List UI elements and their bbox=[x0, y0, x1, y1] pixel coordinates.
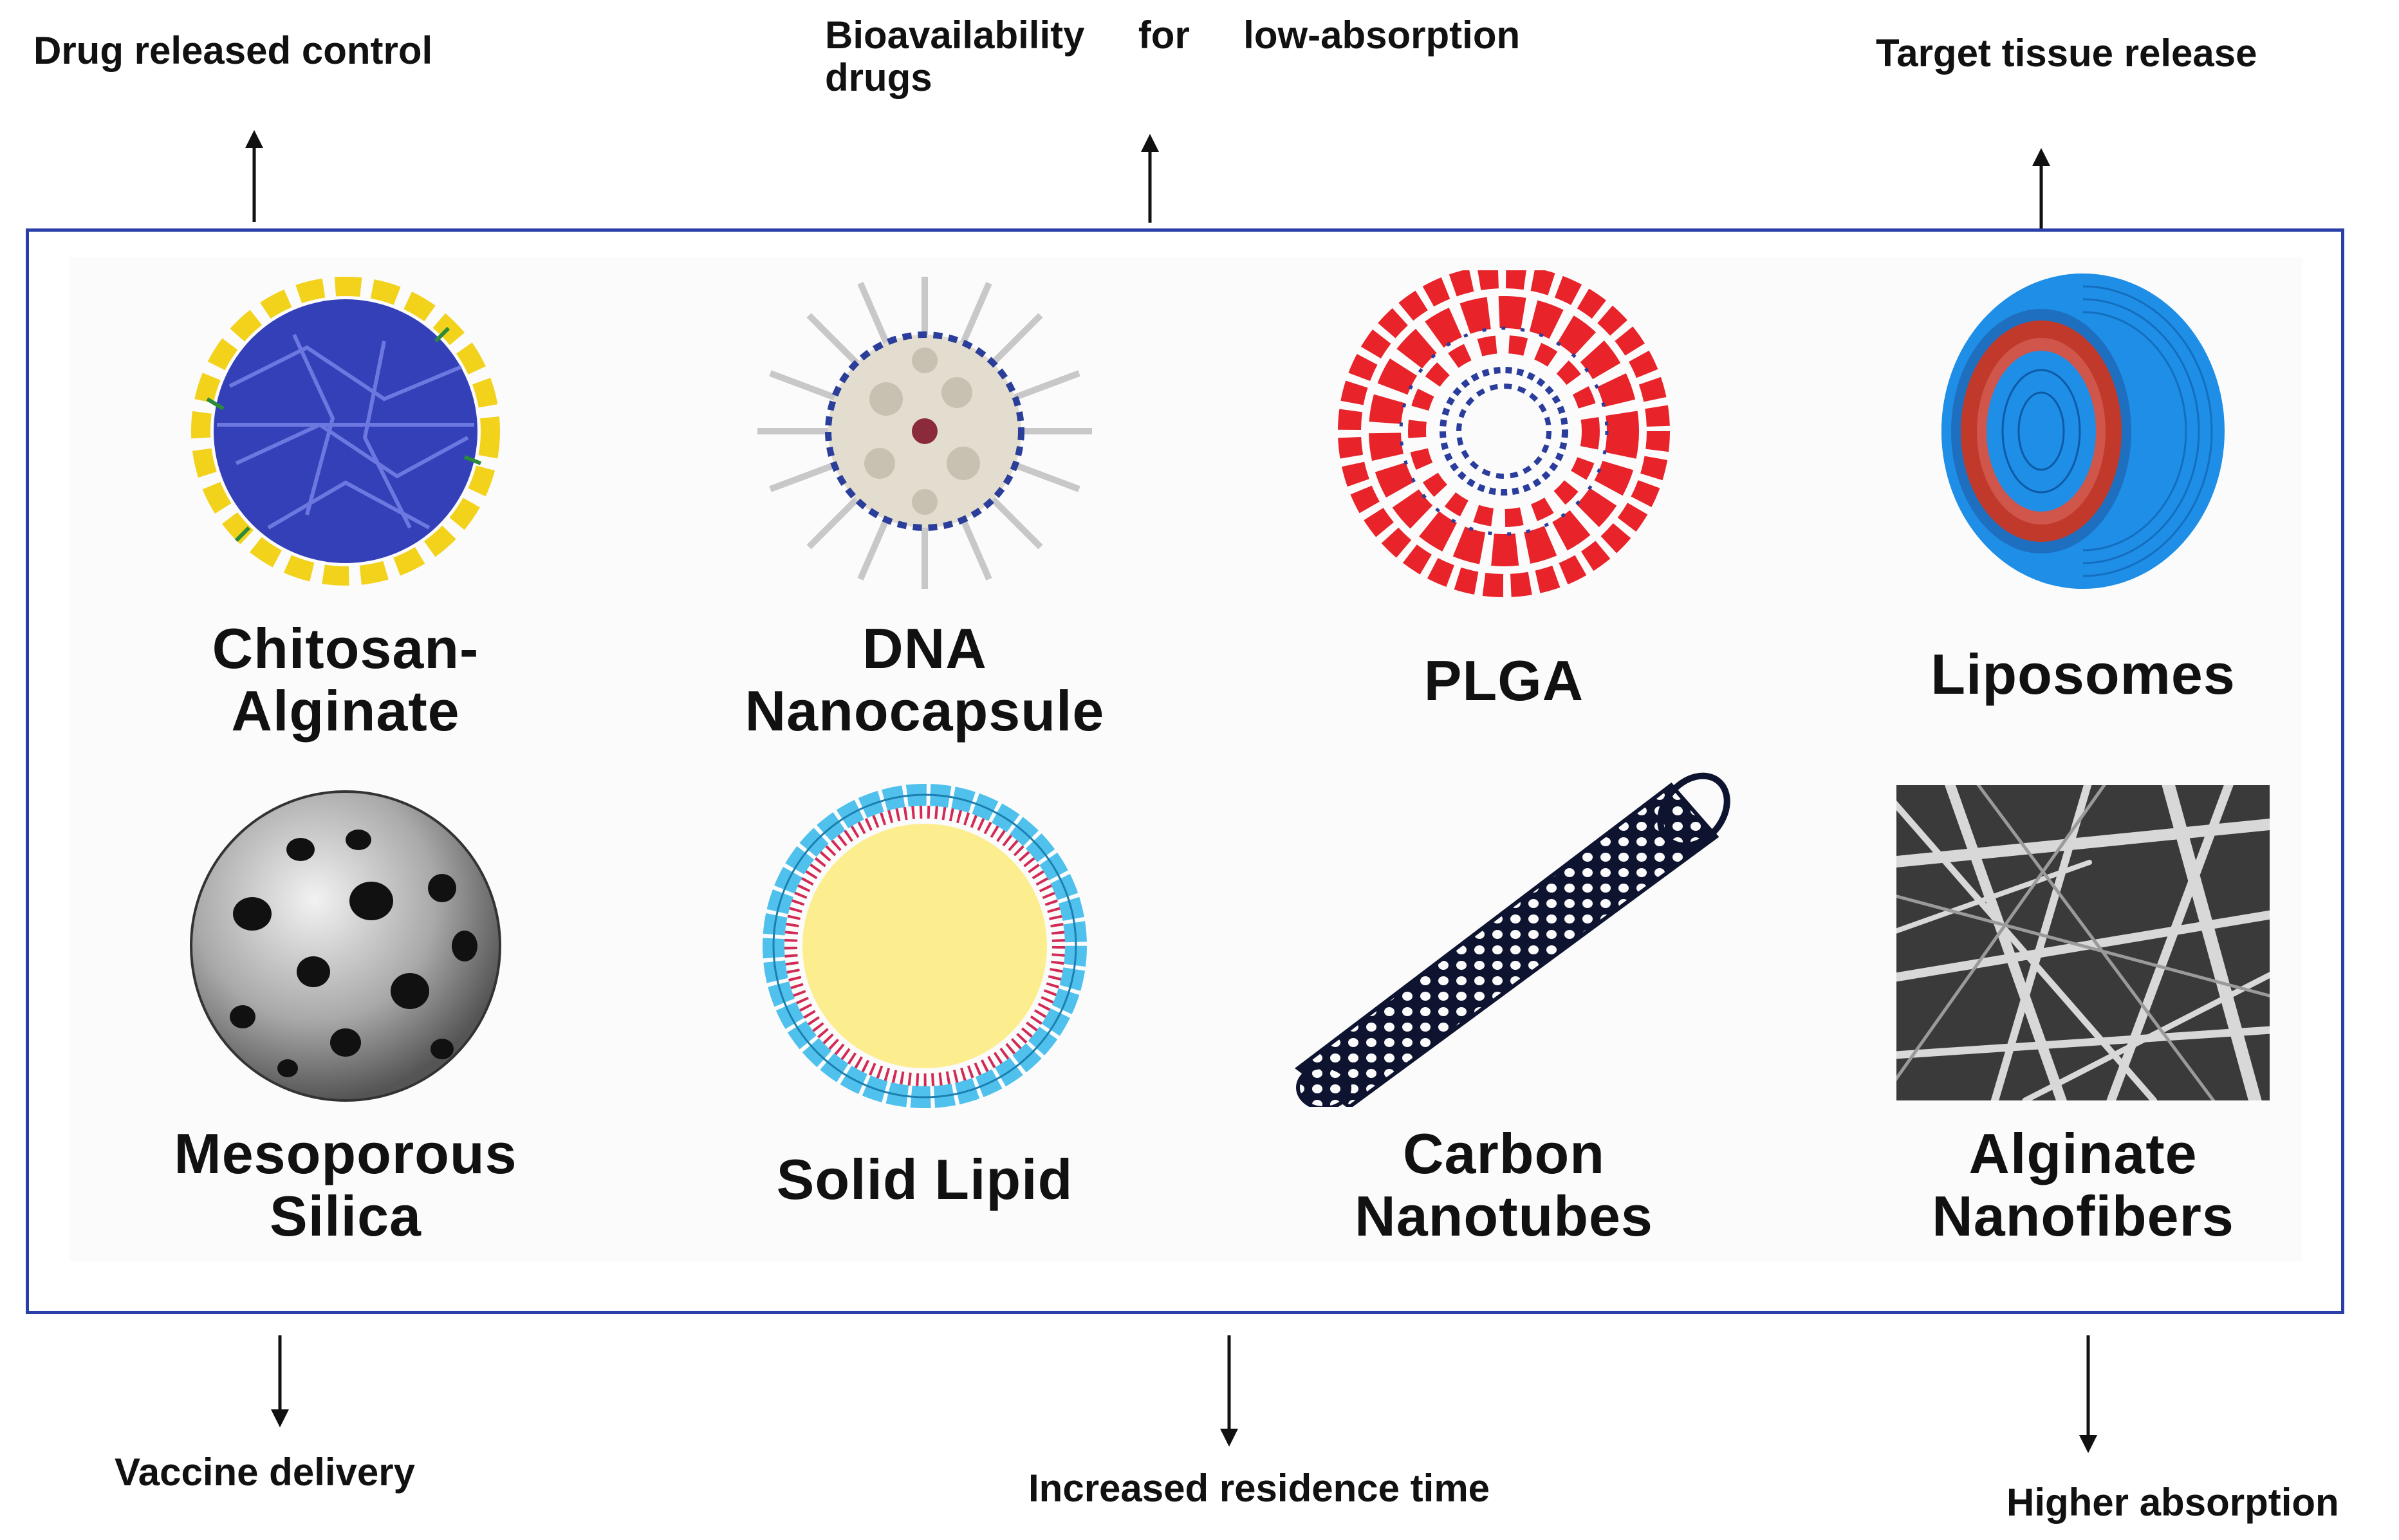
plga-icon bbox=[1338, 270, 1670, 597]
arrow-up-bioavailability bbox=[1141, 134, 1159, 223]
mesoporous-silica-icon bbox=[190, 790, 501, 1102]
carbon-nanotubes-title: Carbon Nanotubes bbox=[1227, 1122, 1781, 1248]
mesoporous-silica-title: Mesoporous Silica bbox=[69, 1122, 622, 1248]
liposomes-line1: Liposomes bbox=[1931, 642, 2236, 706]
solid-lipid-line1: Solid Lipid bbox=[776, 1147, 1073, 1211]
carbon-nanotubes-line1: Carbon bbox=[1403, 1122, 1605, 1185]
nanocarrier-grid: Chitosan- Alginate bbox=[69, 257, 2302, 1261]
label-target-tissue-release: Target tissue release bbox=[1876, 32, 2257, 75]
label-bioavailability: Bioavailability for low-absorption drugs bbox=[825, 14, 1520, 99]
alginate-nanofibers-title: Alginate Nanofibers bbox=[1806, 1122, 2360, 1248]
alginate-nanofibers-icon bbox=[1896, 785, 2270, 1100]
card-liposomes: Liposomes bbox=[1806, 257, 2360, 747]
chitosan-alginate-icon bbox=[191, 277, 500, 586]
card-plga: PLGA bbox=[1227, 257, 1781, 747]
card-chitosan-alginate: Chitosan- Alginate bbox=[69, 257, 622, 747]
carbon-nanotubes-line2: Nanotubes bbox=[1355, 1183, 1653, 1248]
dna-nanocapsule-line2: Nanocapsule bbox=[745, 678, 1105, 743]
liposomes-title: Liposomes bbox=[1806, 642, 2360, 706]
card-mesoporous-silica: Mesoporous Silica bbox=[69, 772, 622, 1261]
dna-nanocapsule-icon bbox=[757, 277, 1092, 589]
card-dna-nanocapsule: DNA Nanocapsule bbox=[648, 257, 1201, 747]
plga-line1: PLGA bbox=[1423, 649, 1584, 712]
solid-lipid-icon bbox=[763, 784, 1087, 1108]
alginate-nanofibers-line2: Nanofibers bbox=[1932, 1183, 2234, 1248]
mesoporous-silica-line1: Mesoporous bbox=[174, 1122, 517, 1185]
alginate-nanofibers-line1: Alginate bbox=[1968, 1122, 2198, 1185]
label-drug-release-control: Drug released control bbox=[33, 29, 433, 72]
label-bioavailability-line1: Bioavailability for low-absorption bbox=[825, 14, 1521, 57]
dna-nanocapsule-title: DNA Nanocapsule bbox=[648, 617, 1201, 743]
arrow-up-drug-release bbox=[245, 130, 263, 222]
nanocarrier-panel: Chitosan- Alginate bbox=[26, 228, 2344, 1314]
card-solid-lipid: Solid Lipid bbox=[648, 772, 1201, 1261]
dna-nanocapsule-line1: DNA bbox=[862, 617, 987, 680]
plga-title: PLGA bbox=[1227, 649, 1781, 712]
arrow-down-residence bbox=[1220, 1335, 1238, 1447]
label-increased-residence-time: Increased residence time bbox=[1028, 1467, 1490, 1510]
carbon-nanotubes-icon bbox=[1295, 772, 1730, 1107]
chitosan-alginate-line1: Chitosan- bbox=[212, 617, 479, 680]
liposomes-icon bbox=[1941, 274, 2225, 589]
label-bioavailability-line2: drugs bbox=[825, 56, 932, 99]
arrow-up-target-tissue bbox=[2032, 148, 2050, 229]
chitosan-alginate-line2: Alginate bbox=[231, 678, 460, 743]
arrow-down-absorption bbox=[2079, 1335, 2097, 1453]
label-higher-absorption: Higher absorption bbox=[2006, 1481, 2339, 1524]
card-carbon-nanotubes: Carbon Nanotubes bbox=[1227, 772, 1781, 1261]
mesoporous-silica-line2: Silica bbox=[270, 1183, 421, 1248]
label-vaccine-delivery: Vaccine delivery bbox=[115, 1451, 415, 1494]
solid-lipid-title: Solid Lipid bbox=[648, 1147, 1201, 1211]
chitosan-alginate-title: Chitosan- Alginate bbox=[69, 617, 622, 743]
card-alginate-nanofibers: Alginate Nanofibers bbox=[1806, 772, 2360, 1261]
arrow-down-vaccine bbox=[271, 1335, 289, 1427]
